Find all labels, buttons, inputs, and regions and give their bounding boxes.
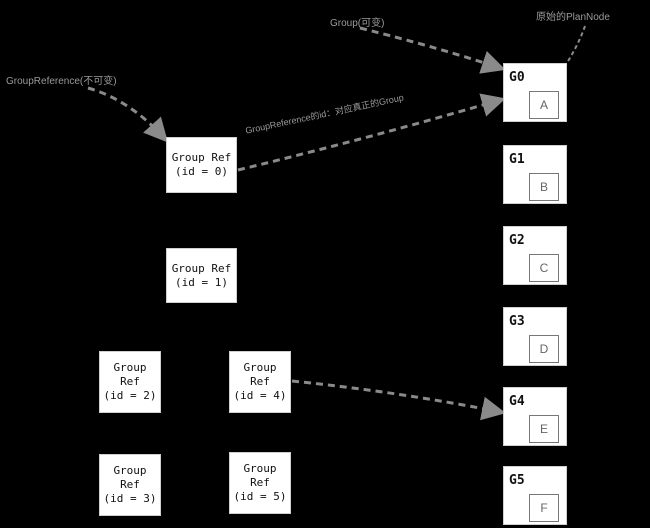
group-ref-2-line-2: Ref	[120, 375, 140, 388]
group-ref-2-line-1: Group	[113, 361, 147, 374]
group-ref-0: Group Ref (id = 0)	[166, 137, 237, 193]
group-g1: G1 B	[503, 145, 567, 204]
group-ref-1-line-2: (id = 1)	[175, 275, 228, 289]
group-ref-3-line-3: (id = 3)	[103, 492, 157, 505]
group-g3: G3 D	[503, 307, 567, 366]
group-g3-plan-node: D	[529, 335, 559, 363]
group-g2-label: G2	[509, 233, 525, 248]
group-ref-0-line-1: Group Ref	[171, 151, 232, 164]
group-ref-5-line-3: (id = 5)	[233, 490, 287, 503]
plan-node-note: 原始的PlanNode	[536, 12, 610, 23]
group-g5-label: G5	[509, 473, 525, 488]
group-g0-plan-node: A	[529, 91, 559, 119]
group-ref-2-line-3: (id = 2)	[103, 389, 157, 402]
group-g0-label: G0	[509, 70, 525, 85]
ref-4-to-g4-arrow	[291, 379, 506, 421]
group-g0: G0 A	[503, 63, 567, 122]
reference-note: GroupReference(不可变)	[6, 76, 117, 87]
group-ref-4-line-2: Ref	[250, 375, 270, 388]
group-g5: G5 F	[503, 466, 567, 525]
group-ref-4-line-3: (id = 4)	[233, 389, 287, 402]
group-ref-2: Group Ref (id = 2)	[99, 351, 161, 413]
group-g1-label: G1	[509, 152, 525, 167]
group-g3-label: G3	[509, 314, 525, 329]
group-ref-3: Group Ref (id = 3)	[99, 454, 161, 516]
group-g2-plan-node: C	[529, 254, 559, 282]
group-ref-0-line-2: (id = 0)	[175, 165, 228, 178]
group-ref-4-line-1: Group	[243, 361, 277, 374]
group-note: Group(可变)	[330, 18, 385, 29]
group-ref-3-line-2: Ref	[120, 478, 140, 491]
group-ref-5-line-2: Ref	[250, 476, 270, 489]
group-ref-3-line-1: Group	[113, 464, 147, 477]
group-g4-plan-node: E	[529, 415, 559, 443]
group-g2: G2 C	[503, 226, 567, 285]
group-ref-1-line-1: Group Ref	[171, 261, 232, 275]
group-ref-5: Group Ref (id = 5)	[229, 452, 291, 514]
group-g4: G4 E	[503, 387, 567, 446]
group-g1-plan-node: B	[529, 173, 559, 201]
ref-0-to-g0-arrow	[237, 93, 506, 172]
group-g5-plan-node: F	[529, 494, 559, 522]
group-ref-5-line-1: Group	[243, 462, 277, 475]
group-note-arrow	[359, 26, 506, 74]
group-ref-1: Group Ref (id = 1)	[166, 248, 237, 303]
reference-note-arrow	[87, 86, 169, 143]
group-ref-4: Group Ref (id = 4)	[229, 351, 291, 413]
group-g4-label: G4	[509, 394, 525, 409]
